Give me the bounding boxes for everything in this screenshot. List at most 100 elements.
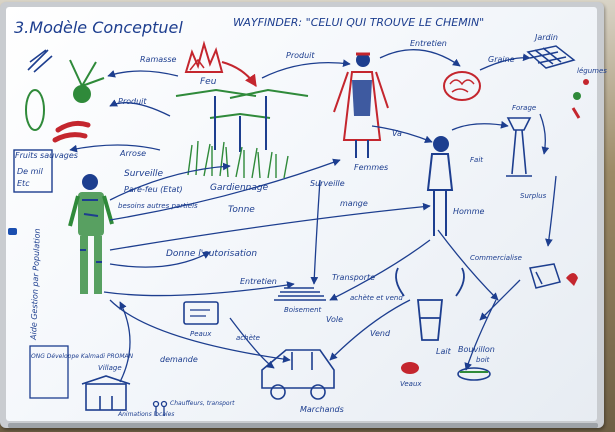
grass-icon (187, 140, 289, 179)
man-figure-icon (426, 136, 454, 236)
label-demande: demande (160, 355, 198, 364)
forage-label: Forage (512, 104, 536, 112)
seed-cluster-icon (443, 71, 481, 101)
label-gardiennage: Gardiennage (210, 183, 269, 193)
trees-icon (175, 88, 309, 152)
cattle-head-icon (395, 267, 465, 341)
magnet (8, 228, 17, 235)
label-boit: boit (476, 356, 490, 364)
village-hut-icon (81, 375, 131, 411)
relationship-arrows (69, 49, 557, 383)
milk-bowl-icon (457, 367, 491, 381)
label-ramasse: Ramasse (140, 55, 176, 64)
arrow-arrose (69, 144, 161, 153)
fire-arrow (221, 61, 257, 87)
arrow-transporte (329, 239, 431, 301)
board-headline: WAYFINDER: "CELUI QUI TROUVE LE CHEMIN" (233, 16, 484, 29)
fruit-icon (25, 59, 105, 143)
label-lait: Lait (436, 347, 452, 356)
market-stall-icon (529, 263, 561, 289)
fruits-sauvages-label: Fruits sauvages (15, 151, 78, 160)
label-autorisation: Donne l'autorisation (166, 249, 257, 259)
label-surveille-2: Surveille (310, 179, 345, 188)
wood-pile-icon (274, 287, 326, 301)
fruits-box (13, 149, 53, 193)
leaves-icon (27, 49, 53, 73)
marker-tray (8, 423, 598, 428)
arrow-nourrit (437, 229, 499, 301)
label-vend: Vend (370, 329, 391, 338)
label-pare-feu: Pare-feu (Etat) (124, 185, 183, 194)
people-icon (152, 400, 168, 416)
arrow-ramasse (107, 70, 179, 78)
boisement-label: Boisement (284, 306, 322, 314)
label-mange: mange (340, 199, 368, 208)
label-produit-1: Produit (118, 97, 147, 106)
vegetables-icon (571, 79, 589, 119)
arrow-surveille (109, 162, 231, 201)
arrow-va (371, 125, 433, 144)
marchands-label: Marchands (300, 405, 344, 414)
guard-figure-icon (68, 174, 114, 294)
arrow-fait (451, 120, 509, 131)
label-vole: Vole (326, 315, 343, 324)
arrow-achete (329, 299, 411, 361)
label-besoins: besoins autres partiels (118, 202, 198, 210)
arrow-peaux (229, 317, 275, 369)
label-fait: Fait (470, 156, 483, 164)
arrow-village (119, 301, 131, 383)
ngo-note: ONG Développe Kalmadi PROMAN (31, 353, 134, 360)
etc-label: Etc (17, 179, 30, 188)
label-graine: Graine (488, 55, 515, 64)
calf-icon (401, 362, 419, 374)
label-surplus: Surplus (520, 192, 547, 200)
label-tonne: Tonne (228, 205, 255, 215)
arrow-besoins (109, 251, 211, 268)
peaux-label: Peaux (190, 330, 212, 338)
veaux-label: Veaux (400, 380, 422, 388)
arrow-graine (479, 53, 531, 71)
rooster-icon (566, 273, 578, 286)
feu-label: Feu (200, 77, 217, 87)
arrow-gere (109, 202, 431, 251)
arrow-commercialise (479, 279, 521, 321)
label-entretien: Entretien (410, 39, 447, 48)
label-achete-vend: achète et vend (350, 294, 403, 302)
label-achete: achète (236, 334, 260, 342)
whiteboard-surface (6, 7, 597, 421)
jardin-label: Jardin (533, 33, 558, 42)
label-surveille: Surveille (124, 169, 163, 179)
label-arrose: Arrose (119, 149, 146, 158)
legumes-label: légumes (577, 67, 607, 75)
arrow-extrait (310, 179, 321, 285)
arrow-produit-2 (261, 59, 351, 79)
woman-figure-icon (333, 52, 389, 158)
garden-icon (526, 45, 576, 69)
animations-note: Animations locales (117, 411, 174, 418)
arrow-vend (103, 281, 295, 297)
label-commercialise: Commercialise (470, 254, 522, 262)
hides-icon (183, 301, 219, 325)
label-produit-2: Produit (286, 51, 315, 60)
arrow-entretien (379, 49, 461, 67)
truck-icon (261, 349, 335, 400)
chauffeurs-note: Chauffeurs, transport (170, 400, 235, 407)
arrow-mange (109, 158, 341, 221)
arrow-produit-1 (109, 99, 171, 117)
ngo-box (29, 345, 69, 399)
arrow-surplus-2 (545, 175, 557, 247)
homme-label: Homme (453, 207, 484, 216)
label-va: Va (392, 129, 402, 138)
left-margin-note: Aide Gestion par Population (29, 228, 42, 341)
label-village: Village (98, 364, 122, 372)
water-tower-icon (506, 117, 532, 177)
label-transporte: Transporte (332, 273, 375, 282)
bouvillon-label: Bouvillon (458, 345, 495, 354)
femmes-label: Femmes (354, 163, 388, 172)
board-title: 3.Modèle Conceptuel (14, 18, 183, 37)
arrow-surplus (539, 113, 550, 155)
label-entretien-2: Entretien (240, 277, 277, 286)
de-mil-label: De mil (17, 167, 44, 176)
